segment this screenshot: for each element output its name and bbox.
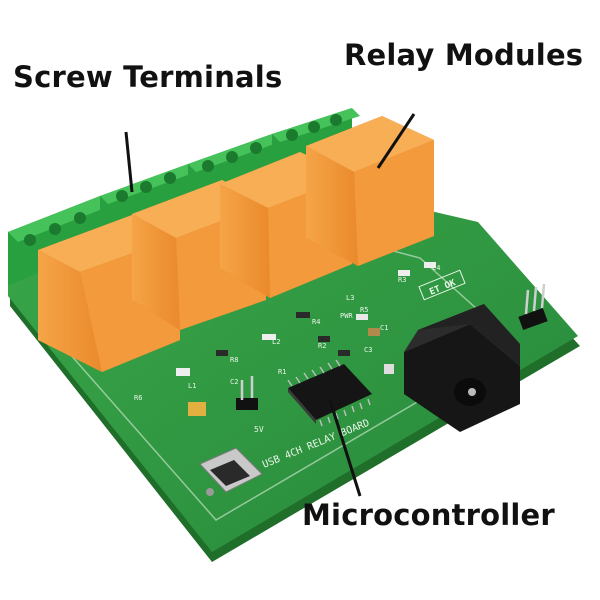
relay-modules-pointer — [376, 113, 416, 169]
voltage-silkscreen: 5V — [254, 425, 264, 434]
relay-modules-label: Relay Modules — [344, 38, 584, 72]
ref-r4: R4 — [312, 318, 320, 326]
silkscreen-refs: L1 L2 L3 L4 R1 R2 R3 R4 R5 R6 R8 C1 C2 C… — [134, 264, 440, 402]
power-barrel-jack — [404, 304, 520, 432]
ref-c3: C3 — [364, 346, 372, 354]
ref-r6: R6 — [134, 394, 142, 402]
screw-terminals-label: Screw Terminals — [13, 60, 283, 94]
pin-header-jumper — [236, 376, 258, 410]
microcontroller-label: Microcontroller — [302, 498, 555, 532]
ref-r5: R5 — [360, 306, 368, 314]
ref-pwr: PWR — [340, 312, 353, 320]
microcontroller-chip — [287, 359, 372, 427]
screw-terminal-block-1 — [8, 196, 110, 286]
ref-l2: L2 — [272, 338, 280, 346]
smd-components — [176, 262, 436, 416]
ref-r2: R2 — [318, 342, 326, 350]
ref-c2: C2 — [230, 378, 238, 386]
screw-terminals-pointer — [124, 131, 134, 193]
ref-c1: C1 — [380, 324, 388, 332]
relay-module-4 — [306, 116, 434, 266]
ref-l1: L1 — [188, 382, 196, 390]
ref-r1: R1 — [278, 368, 286, 376]
ref-l4: L4 — [432, 264, 440, 272]
microcontroller-pointer — [328, 399, 362, 497]
usb-mini-connector — [199, 447, 263, 496]
pin-header-right — [518, 283, 548, 331]
ref-l3: L3 — [346, 294, 354, 302]
ref-r8: R8 — [230, 356, 238, 364]
ref-r3: R3 — [398, 276, 406, 284]
